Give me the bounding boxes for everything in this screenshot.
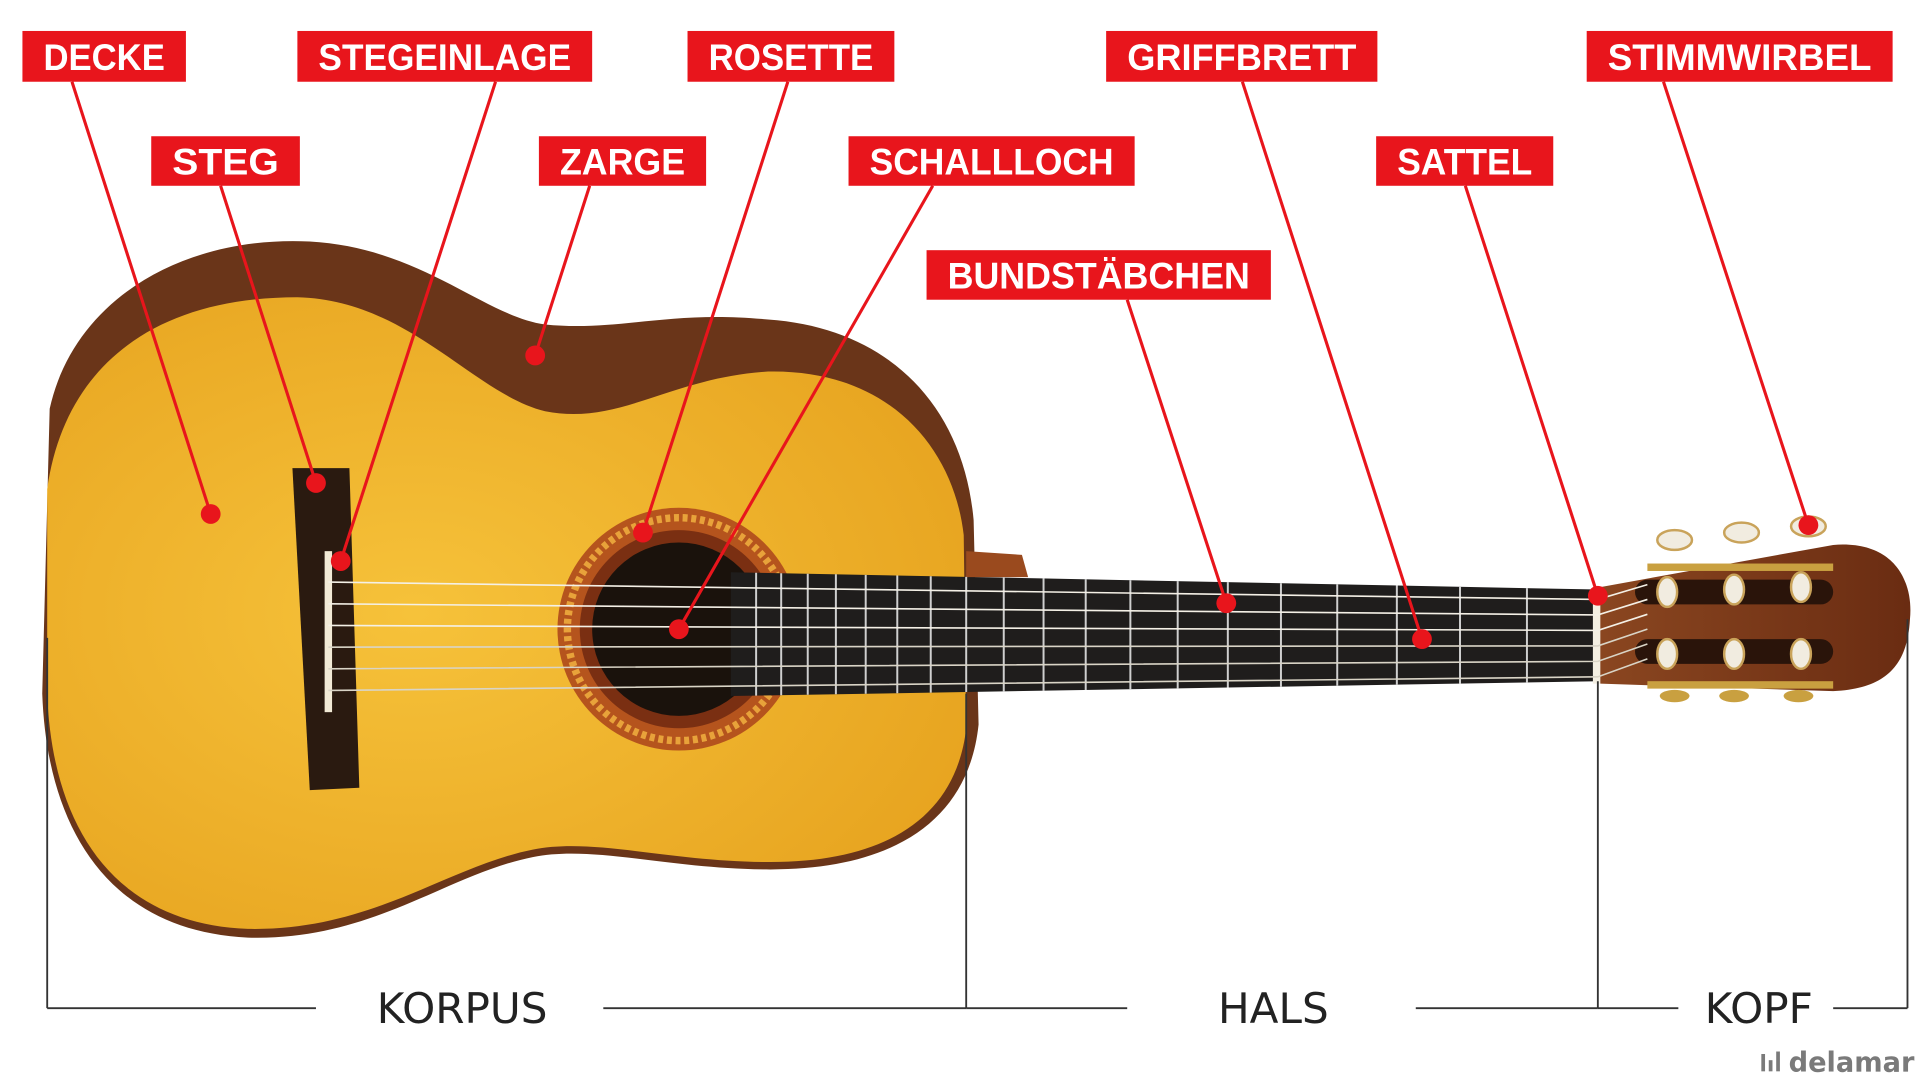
callout-line xyxy=(70,81,213,515)
guitar-string xyxy=(328,628,1648,648)
guitar-string xyxy=(328,658,1648,692)
callout-zarge: ZARGE xyxy=(525,136,707,366)
logo-text: delamar xyxy=(1789,1047,1915,1078)
callout-dot xyxy=(200,504,221,524)
neck-heel xyxy=(966,551,1029,578)
callout-dot xyxy=(1798,515,1819,536)
callout-schallloch: SCHALLLOCH xyxy=(668,136,1135,640)
label-box xyxy=(151,136,300,186)
callout-griffbrett: GRIFFBRETT xyxy=(1106,30,1432,649)
callout-line xyxy=(641,81,790,534)
nut-sattel xyxy=(1592,587,1601,684)
frets-bundstaebchen xyxy=(755,572,1528,696)
label-stimmwirbel: STIMMWIRBEL xyxy=(1608,36,1872,78)
callout-line xyxy=(1125,299,1228,604)
callout-dot xyxy=(525,345,546,366)
label-griffbrett: GRIFFBRETT xyxy=(1127,36,1356,78)
label-bundstaebchen: BUNDSTÄBCHEN xyxy=(948,255,1250,297)
callout-rosette: ROSETTE xyxy=(633,30,895,543)
label-box xyxy=(1106,30,1378,82)
delamar-logo: delamar xyxy=(1761,1047,1915,1078)
callout-dot xyxy=(1216,593,1237,614)
label-schallloch: SCHALLLOCH xyxy=(870,141,1114,183)
callout-line xyxy=(1463,185,1600,597)
guitar-body xyxy=(42,241,979,938)
section-brackets xyxy=(46,619,1909,1010)
callout-decke: DECKE xyxy=(22,30,221,524)
callout-bundstaebchen: BUNDSTÄBCHEN xyxy=(926,250,1271,614)
guitar-string xyxy=(328,613,1648,632)
label-box xyxy=(1376,136,1554,186)
label-box xyxy=(297,30,593,82)
callout-steg: STEG xyxy=(151,136,326,493)
label-box xyxy=(926,250,1271,300)
label-box xyxy=(687,30,895,82)
strings xyxy=(328,581,1648,692)
tuning-pegs-stimmwirbel xyxy=(1656,515,1827,671)
label-stegeinlage: STEGEINLAGE xyxy=(318,36,571,78)
guitar-string xyxy=(328,643,1648,670)
callout-line xyxy=(677,185,935,630)
guitar-string xyxy=(328,598,1648,616)
section-hals: HALS xyxy=(1218,984,1329,1033)
label-zarge: ZARGE xyxy=(560,141,685,183)
callout-dot xyxy=(1412,629,1432,649)
section-kopf: KOPF xyxy=(1705,984,1813,1033)
callout-sattel: SATTEL xyxy=(1376,136,1608,606)
guitar-top-decke xyxy=(47,297,967,929)
callout-line xyxy=(533,185,592,356)
callout-line xyxy=(219,185,318,484)
saddle-stegeinlage xyxy=(324,551,333,713)
headstock xyxy=(1600,515,1911,703)
section-korpus: KORPUS xyxy=(377,984,548,1033)
label-decke: DECKE xyxy=(43,36,164,78)
label-box xyxy=(848,136,1135,186)
callout-line xyxy=(339,81,498,562)
label-box xyxy=(1586,30,1893,82)
callout-stimmwirbel: STIMMWIRBEL xyxy=(1586,30,1893,536)
callout-dot xyxy=(306,473,326,493)
label-box xyxy=(538,136,707,186)
callout-line xyxy=(1662,81,1810,526)
callout-line xyxy=(1240,81,1424,640)
label-steg: STEG xyxy=(172,141,279,183)
callout-stegeinlage: STEGEINLAGE xyxy=(297,30,593,571)
label-rosette: ROSETTE xyxy=(709,36,874,78)
callout-dot xyxy=(668,619,689,640)
callout-dot xyxy=(633,522,653,543)
label-box xyxy=(22,30,186,82)
label-sattel: SATTEL xyxy=(1397,141,1532,183)
bars-icon xyxy=(1761,1051,1780,1072)
callout-dot xyxy=(330,551,351,571)
callout-dot xyxy=(1587,585,1608,606)
